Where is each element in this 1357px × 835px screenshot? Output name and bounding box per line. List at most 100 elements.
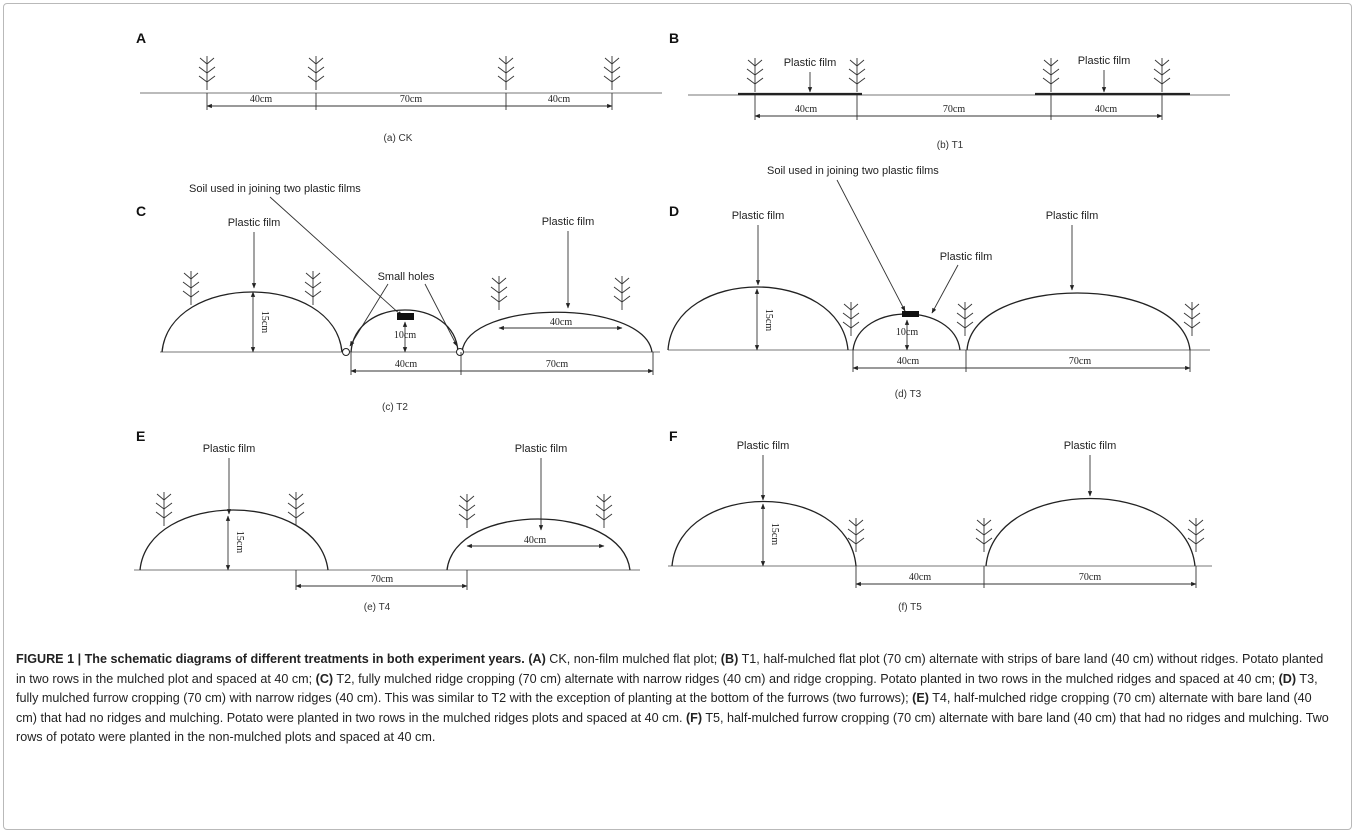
soil-joint: [902, 311, 919, 317]
ridge-film: [667, 286, 849, 351]
dimension-label: 70cm: [1079, 572, 1101, 583]
plastic-film-label: Plastic film: [1078, 55, 1131, 67]
panel-label-c: C: [136, 203, 146, 219]
height-label: 10cm: [896, 327, 918, 338]
panel-e: E Plastic film Plastic film 15cm 40cm 70…: [134, 428, 640, 613]
height-label: 15cm: [234, 531, 245, 553]
potato-plant-icon: [746, 57, 764, 93]
dimension-label: 70cm: [1069, 356, 1091, 367]
dimension-label: 40cm: [909, 572, 931, 583]
height-label: 15cm: [763, 309, 774, 331]
caption-text: T4, half-mulched ridge cropping (70 cm) …: [16, 691, 1312, 725]
dimension-label: 40cm: [550, 317, 572, 328]
soil-label: Soil used in joining two plastic films: [189, 183, 361, 195]
panel-f: F Plastic film Plastic film 15cm 40cm 70…: [668, 428, 1212, 613]
panel-caption: (e) T4: [364, 602, 391, 613]
panel-label-f: F: [669, 428, 678, 444]
potato-plant-icon: [847, 517, 865, 553]
plastic-film-label: Plastic film: [940, 251, 993, 263]
height-label: 15cm: [259, 311, 270, 333]
potato-plant-icon: [287, 491, 305, 527]
dimension-label: 70cm: [400, 94, 422, 105]
plastic-film-label: Plastic film: [542, 216, 595, 228]
plastic-film-label: Plastic film: [515, 443, 568, 455]
ridge-film: [671, 501, 857, 567]
ridge-film: [461, 311, 653, 353]
caption-tag: (B): [720, 652, 739, 666]
panel-label-a: A: [136, 30, 146, 46]
potato-plant-icon: [1183, 301, 1201, 337]
potato-plant-icon: [975, 517, 993, 553]
caption-text: T3, fully mulched furrow cropping (70 cm…: [16, 671, 1318, 706]
potato-plant-icon: [848, 57, 866, 93]
plastic-film-label: Plastic film: [732, 210, 785, 222]
panel-a: A 40cm 70cm 40cm (a) CK: [136, 30, 662, 144]
small-holes-label: Small holes: [378, 271, 435, 283]
dimension-label: 40cm: [795, 104, 817, 115]
dimension-label: 40cm: [395, 359, 417, 370]
dimension-label: 70cm: [371, 574, 393, 585]
potato-plant-icon: [1153, 57, 1171, 93]
dimension-label: 40cm: [524, 535, 546, 546]
panel-b: B Plastic film Plastic film 40cm 70cm 40…: [669, 30, 1230, 151]
potato-plant-icon: [1042, 57, 1060, 93]
potato-plant-icon: [613, 275, 631, 311]
soil-label: Soil used in joining two plastic films: [767, 165, 939, 177]
caption-text: CK, non-film mulched flat plot;: [549, 652, 718, 666]
dimension-label: 70cm: [546, 359, 568, 370]
dimension-label: 40cm: [1095, 104, 1117, 115]
ridge-film: [350, 309, 459, 353]
potato-plant-icon: [182, 270, 200, 306]
panel-caption: (c) T2: [382, 402, 408, 413]
figure-frame: [3, 3, 1352, 830]
panel-label-e: E: [136, 428, 145, 444]
ridge-film: [161, 291, 343, 353]
caption-tag: (C): [315, 671, 334, 686]
caption-tag: (E): [912, 691, 929, 705]
potato-plant-icon: [458, 493, 476, 529]
caption-text: T5, half-mulched furrow cropping (70 cm)…: [16, 710, 1329, 745]
panel-caption: (d) T3: [895, 389, 922, 400]
ridge-film: [966, 292, 1191, 351]
caption-tag: (D): [1278, 671, 1297, 686]
small-hole-icon: [342, 348, 350, 356]
panel-caption: (b) T1: [937, 140, 964, 151]
potato-plant-icon: [490, 275, 508, 311]
caption-text: T2, fully mulched ridge cropping (70 cm)…: [336, 671, 1276, 686]
dimension-label: 40cm: [897, 356, 919, 367]
potato-plant-icon: [155, 491, 173, 527]
plastic-film-label: Plastic film: [228, 217, 281, 229]
potato-plant-icon: [842, 301, 860, 337]
plastic-film-label: Plastic film: [737, 440, 790, 452]
plastic-film-label: Plastic film: [784, 57, 837, 69]
dimension-label: 40cm: [250, 94, 272, 105]
height-label: 10cm: [394, 330, 416, 341]
potato-plant-icon: [603, 55, 621, 91]
height-label: 15cm: [769, 523, 780, 545]
figure-caption: FIGURE 1 | The schematic diagrams of dif…: [16, 650, 1336, 748]
plastic-film-label: Plastic film: [1046, 210, 1099, 222]
ridge-film: [985, 497, 1196, 567]
small-hole-icon: [456, 348, 464, 356]
ridge-film: [139, 509, 329, 571]
panel-caption: (a) CK: [384, 133, 413, 144]
soil-joint: [397, 313, 414, 320]
plastic-film-label: Plastic film: [203, 443, 256, 455]
potato-plant-icon: [595, 493, 613, 529]
panel-label-d: D: [669, 203, 679, 219]
caption-tag: (A): [528, 652, 546, 666]
potato-plant-icon: [497, 55, 515, 91]
caption-text: T1, half-mulched flat plot (70 cm) alter…: [16, 652, 1324, 686]
caption-tag: (F): [685, 710, 703, 725]
schematic-diagram: A 40cm 70cm 40cm (a) CK B Plastic film P…: [134, 30, 1230, 613]
potato-plant-icon: [304, 270, 322, 306]
potato-plant-icon: [307, 55, 325, 91]
plastic-film-label: Plastic film: [1064, 440, 1117, 452]
potato-plant-icon: [956, 301, 974, 337]
panel-d: D Soil used in joining two plastic films…: [667, 165, 1210, 400]
ridge-film: [446, 518, 631, 571]
dimension-label: 40cm: [548, 94, 570, 105]
panel-caption: (f) T5: [898, 602, 922, 613]
panel-label-b: B: [669, 30, 679, 46]
figure-title: FIGURE 1 | The schematic diagrams of dif…: [16, 652, 525, 666]
